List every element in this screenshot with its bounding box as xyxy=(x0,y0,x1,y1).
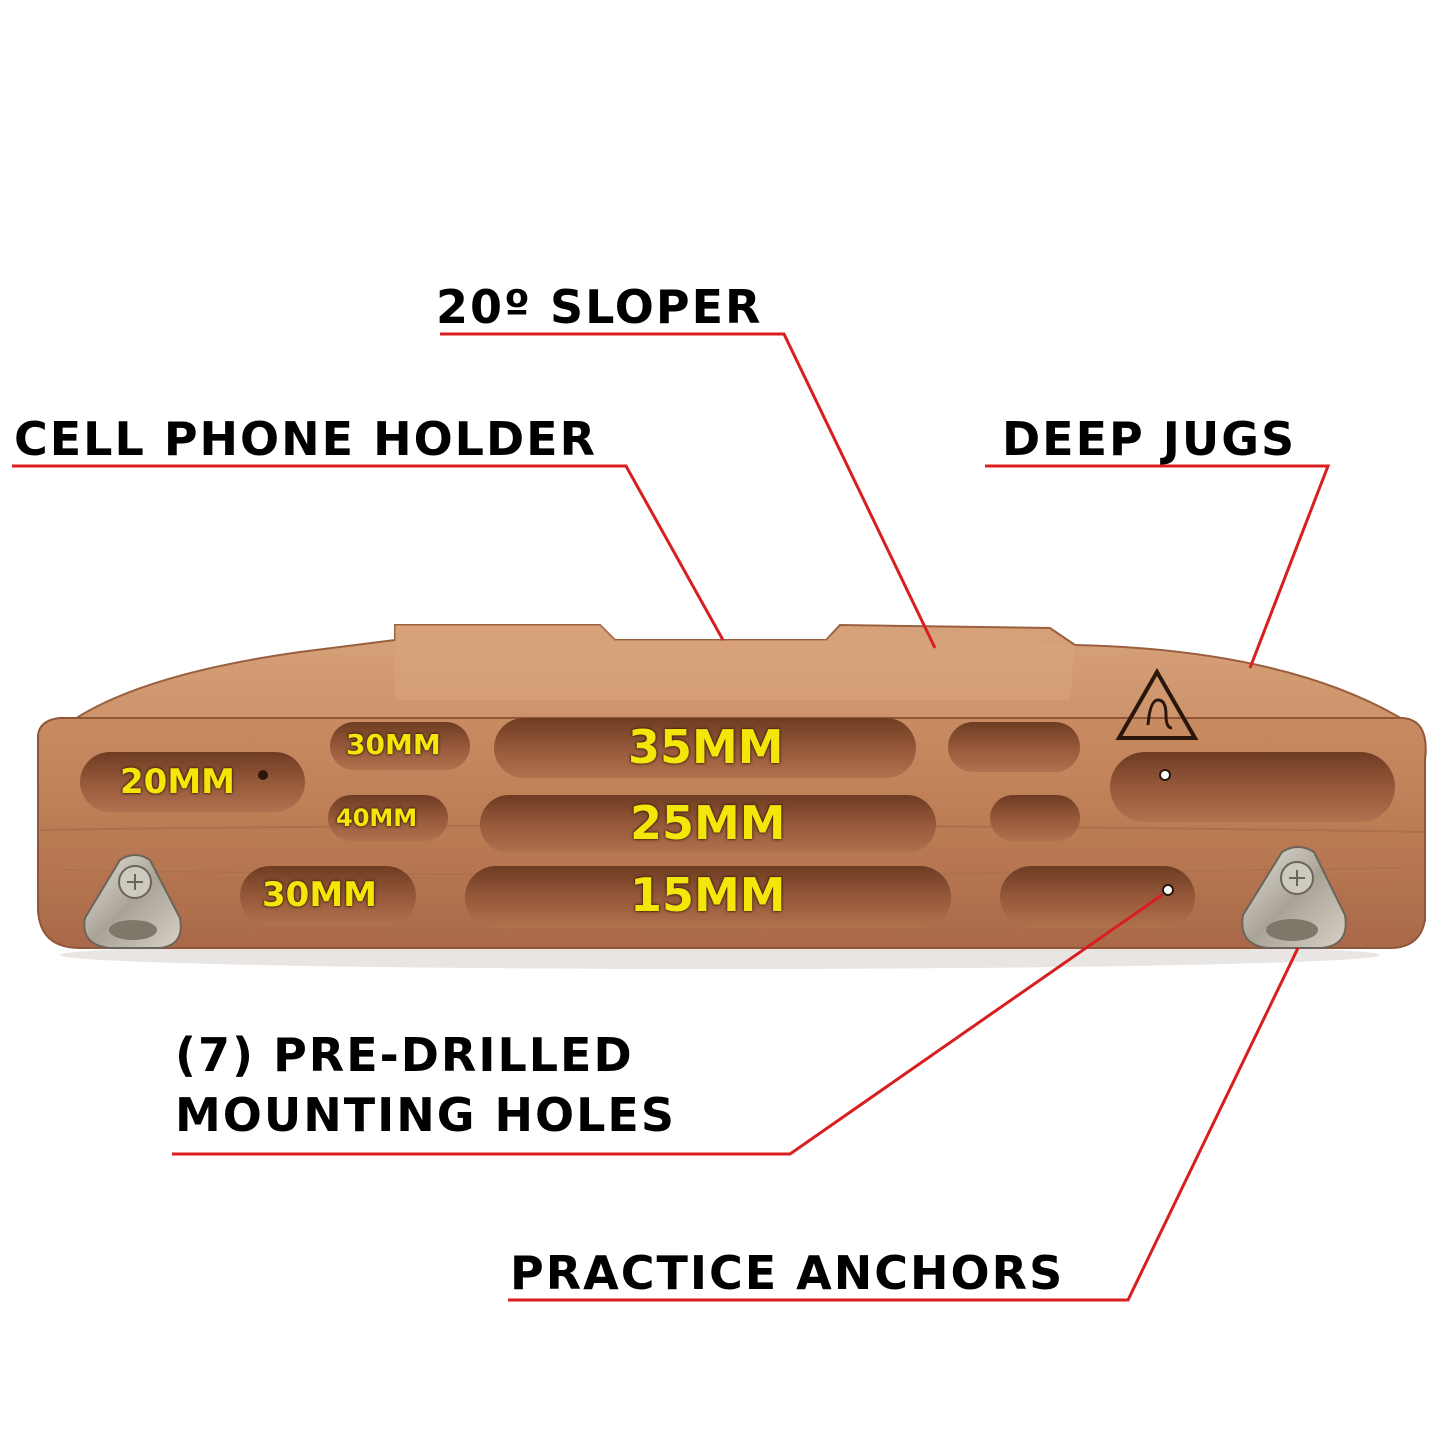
size-label-top-small: 30MM xyxy=(346,728,441,761)
pocket-middle-right xyxy=(990,795,1080,841)
pocket-bottom-right xyxy=(1000,866,1195,928)
edge-15mm xyxy=(465,866,951,928)
size-label-bottom-main: 15MM xyxy=(630,868,786,922)
anchors-label: PRACTICE ANCHORS xyxy=(510,1246,1065,1300)
sloper-label: 20º SLOPER xyxy=(436,280,763,334)
mounting-hole xyxy=(1162,884,1174,896)
size-label-left-pocket: 20MM xyxy=(120,762,235,802)
edge-35mm xyxy=(494,718,916,778)
brand-logo-icon xyxy=(1115,667,1199,740)
size-label-top-main: 35MM xyxy=(628,720,784,774)
pocket-top-right xyxy=(948,722,1080,772)
phone-holder-leader xyxy=(12,464,725,641)
sloper-leader xyxy=(440,332,937,649)
bolt-icon xyxy=(1280,861,1314,895)
mounting-holes-leader xyxy=(172,893,1163,1156)
pocket-20mm xyxy=(80,752,305,812)
mounting-hole xyxy=(258,770,268,780)
size-label-middle-main: 25MM xyxy=(630,796,786,850)
bolt-icon xyxy=(118,865,152,899)
deep-jug xyxy=(1110,752,1395,822)
pocket-bottom-small xyxy=(240,866,416,926)
deep-jugs-leader xyxy=(985,464,1331,669)
deep-jugs-label: DEEP JUGS xyxy=(1002,412,1297,466)
size-label-bottom-small: 30MM xyxy=(262,875,377,915)
anchor-icon xyxy=(83,854,182,949)
pocket-middle-small xyxy=(328,795,448,841)
size-label-middle-small: 40MM xyxy=(336,804,418,832)
edge-25mm xyxy=(480,795,936,853)
mounting-holes-line-1: (7) PRE-DRILLED xyxy=(175,1028,634,1082)
pocket-top-small xyxy=(330,722,470,770)
phone-holder-label: CELL PHONE HOLDER xyxy=(14,412,598,466)
anchors-leader xyxy=(508,947,1300,1302)
mounting-hole xyxy=(1159,769,1171,781)
mounting-holes-label: (7) PRE-DRILLED MOUNTING HOLES xyxy=(175,1026,676,1146)
anchor-icon xyxy=(1241,846,1347,949)
hangboard xyxy=(37,623,1427,949)
sloper-face xyxy=(395,625,1075,700)
mounting-holes-line-2: MOUNTING HOLES xyxy=(175,1087,676,1142)
leader-lines xyxy=(12,332,1331,1302)
